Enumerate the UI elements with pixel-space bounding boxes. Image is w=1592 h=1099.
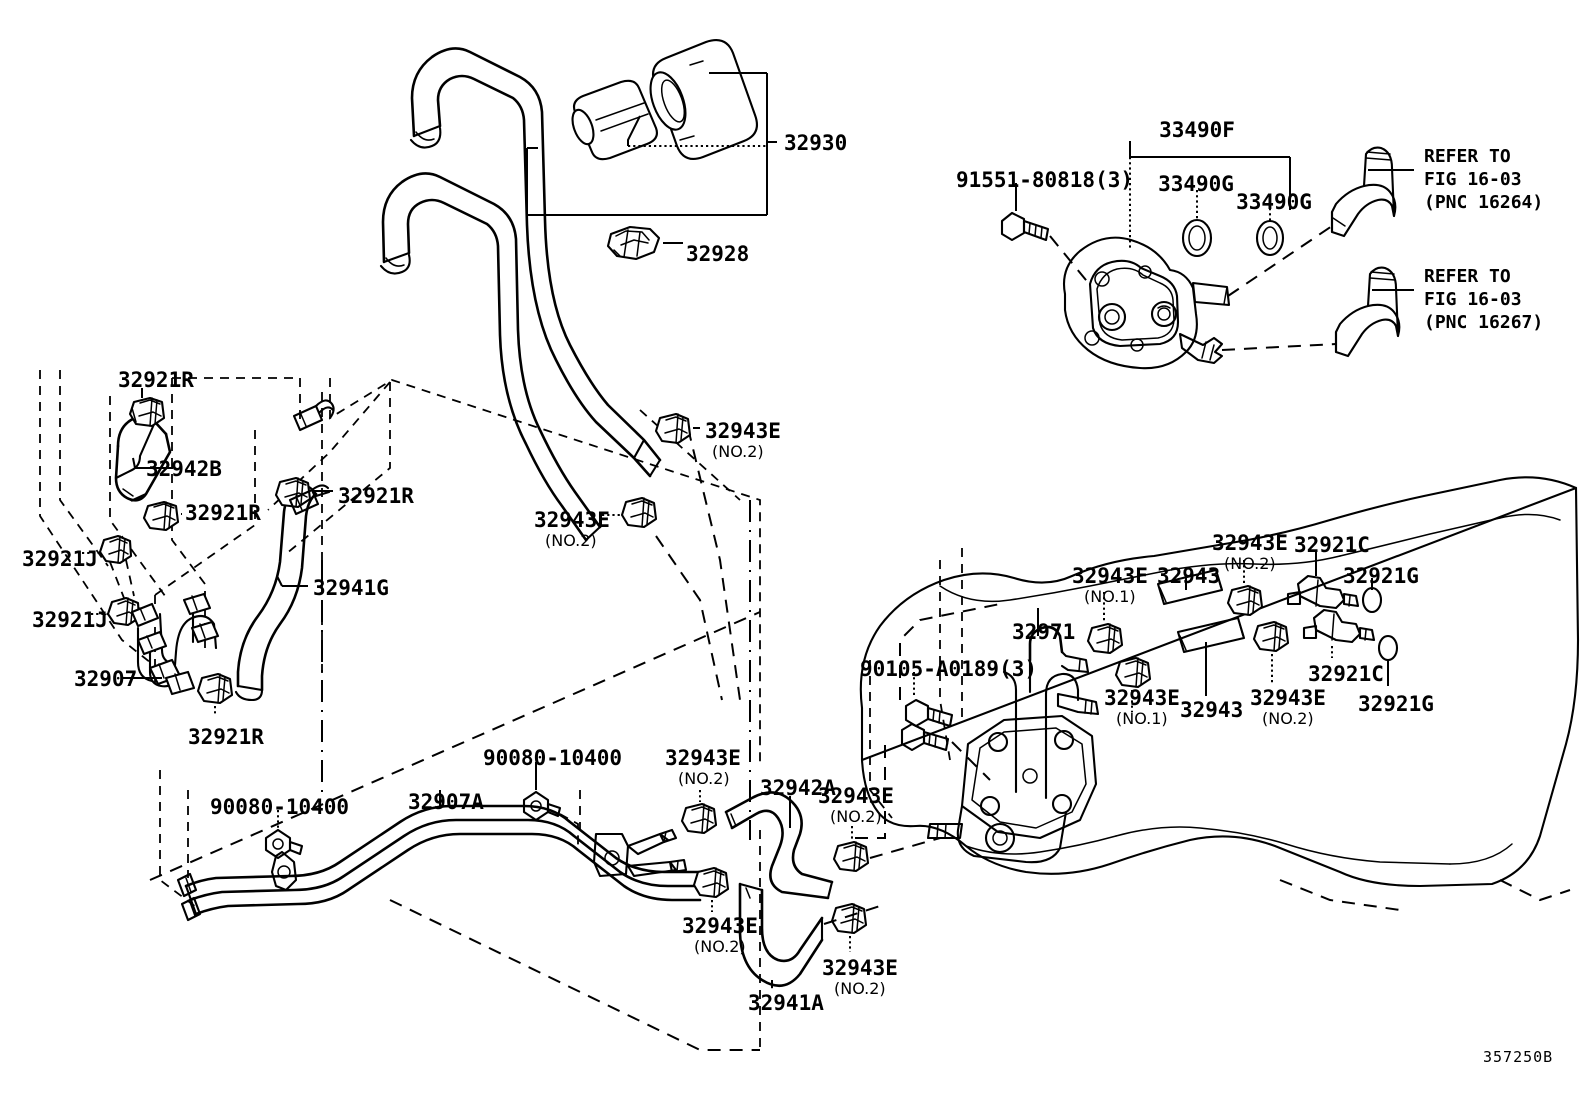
part-label-l-32943a: 32943 [1157, 564, 1221, 588]
part-label-l-90105: 90105-A0189(3) [860, 657, 1038, 681]
part-label-l-ref1a: REFER TO [1424, 146, 1511, 167]
part-label-l-90080a: 90080-10400 [483, 746, 623, 770]
part-label-l-32943E1: 32943E [705, 419, 781, 443]
part-label-l-32921R3: 32921R [338, 484, 414, 508]
part-label-l-32941A: 32941A [748, 991, 824, 1015]
part-label-l-32943E9s: (NO.2) [694, 937, 746, 956]
part-label-l-32943E4: 32943E [1072, 564, 1148, 588]
part-label-l-32943E3: 32943E [1212, 531, 1288, 555]
part-label-l-32942A: 32942A [760, 776, 836, 800]
part-label-l-ref2c: (PNC 16267) [1424, 312, 1544, 333]
part-label-l-33490G1: 33490G [1158, 172, 1234, 196]
part-label-l-32921J2: 32921J [32, 608, 108, 632]
part-label-l-33490G2: 33490G [1236, 190, 1312, 214]
part-label-l-32921G2: 32921G [1358, 692, 1434, 716]
part-label-l-91551: 91551-80818(3) [956, 168, 1134, 192]
part-label-l-ref1c: (PNC 16264) [1424, 192, 1544, 213]
part-label-l-32921G1: 32921G [1343, 564, 1419, 588]
part-label-l-32907A: 32907A [408, 790, 484, 814]
part-label-l-32943E7s: (NO.2) [678, 769, 730, 788]
part-label-l-32943E10: 32943E [822, 956, 898, 980]
part-label-l-32941G: 32941G [313, 576, 389, 600]
part-label-l-32943E5s: (NO.1) [1116, 709, 1168, 728]
part-label-l-32943b: 32943 [1180, 698, 1244, 722]
part-label-l-32921C2: 32921C [1308, 662, 1384, 686]
part-label-l-32930: 32930 [784, 131, 848, 155]
part-label-l-32943E2s: (NO.2) [545, 531, 597, 550]
sheet-number: 357250B [1483, 1048, 1554, 1066]
part-label-l-32907: 32907 [74, 667, 138, 691]
part-label-l-32943E6s: (NO.2) [1262, 709, 1314, 728]
part-label-l-ref2b: FIG 16-03 [1424, 289, 1522, 310]
part-label-l-32921R1: 32921R [118, 368, 194, 392]
part-label-l-32943E1s: (NO.2) [712, 442, 764, 461]
part-label-l-32921C1: 32921C [1294, 533, 1370, 557]
part-label-l-32921J1: 32921J [22, 547, 98, 571]
part-label-l-32943E2: 32943E [534, 508, 610, 532]
part-label-l-32943E8s: (NO.2) [830, 807, 882, 826]
part-label-l-33490F: 33490F [1159, 118, 1235, 142]
part-label-l-32928: 32928 [686, 242, 750, 266]
part-label-l-32943E8: 32943E [818, 784, 894, 808]
part-label-l-ref1b: FIG 16-03 [1424, 169, 1522, 190]
part-label-l-32943E9: 32943E [682, 914, 758, 938]
part-label-l-32971: 32971 [1012, 620, 1076, 644]
part-label-l-32921R4: 32921R [188, 725, 264, 749]
part-label-l-32942B: 32942B [146, 457, 222, 481]
part-label-l-32943E4s: (NO.1) [1084, 587, 1136, 606]
part-label-l-32943E10s: (NO.2) [834, 979, 886, 998]
part-label-l-32943E7: 32943E [665, 746, 741, 770]
part-label-l-32943E3s: (NO.2) [1224, 554, 1276, 573]
part-label-l-32943E6: 32943E [1250, 686, 1326, 710]
part-label-l-90080b: 90080-10400 [210, 795, 350, 819]
part-label-l-32921R2: 32921R [185, 501, 261, 525]
part-label-l-ref2a: REFER TO [1424, 266, 1511, 287]
part-label-l-32943E5: 32943E [1104, 686, 1180, 710]
